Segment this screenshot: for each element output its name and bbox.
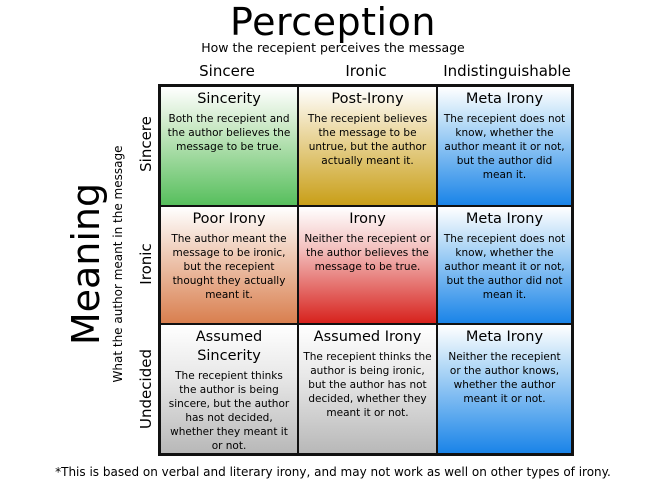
cell-title: Assumed Sincerity [195, 329, 263, 364]
row-header-sincere: Sincere [137, 116, 155, 172]
cell-title: Irony [349, 211, 386, 227]
cell-description: The author meant the message to be ironi… [171, 233, 287, 301]
column-header-ironic: Ironic [345, 62, 387, 80]
cell-description: Both the recepient and the author believ… [167, 113, 291, 153]
perception-title: Perception [230, 0, 436, 44]
footnote: *This is based on verbal and literary ir… [55, 465, 611, 479]
perception-subtitle: How the recepient perceives the message [201, 40, 465, 55]
cell-title: Post-Irony [331, 91, 404, 107]
cell-description: Neither the recepient or the author beli… [304, 233, 431, 273]
cell-description: The recepient does not know, whether the… [443, 233, 566, 301]
cell-description: The recepient thinks the author is being… [303, 351, 432, 419]
cell-meta-irony-sincere: Meta Irony The recepient does not know, … [437, 86, 572, 206]
cell-title: Meta Irony [465, 91, 544, 107]
cell-meta-irony-undecided: Meta Irony Neither the recepient or the … [437, 324, 572, 454]
meaning-subtitle: What the author meant in the message [111, 145, 125, 383]
cell-title: Poor Irony [192, 211, 266, 227]
cell-title: Sincerity [197, 91, 261, 107]
cell-assumed-sincerity: Assumed Sincerity The recepient thinks t… [160, 324, 298, 454]
cell-title: Meta Irony [465, 211, 544, 227]
column-header-indistinguishable: Indistinguishable [443, 62, 571, 80]
cell-irony: Irony Neither the recepient or the autho… [298, 206, 437, 324]
cell-title: Assumed Irony [313, 329, 422, 345]
cell-description: The recepient thinks the author is being… [168, 370, 290, 452]
cell-meta-irony-ironic: Meta Irony The recepient does not know, … [437, 206, 572, 324]
cell-assumed-irony: Assumed Irony The recepient thinks the a… [298, 324, 437, 454]
cell-description: The recepient does not know, whether the… [443, 113, 566, 181]
cell-description: Neither the recepient or the author know… [448, 351, 561, 405]
column-header-sincere: Sincere [199, 62, 255, 80]
cell-title: Meta Irony [465, 329, 544, 345]
cell-description: The recepient believes the message to be… [307, 113, 428, 167]
cell-sincerity: Sincerity Both the recepient and the aut… [160, 86, 298, 206]
meaning-title: Meaning [64, 182, 108, 346]
cell-post-irony: Post-Irony The recepient believes the me… [298, 86, 437, 206]
irony-matrix: Sincerity Both the recepient and the aut… [158, 84, 574, 456]
row-header-ironic: Ironic [137, 243, 155, 285]
cell-poor-irony: Poor Irony The author meant the message … [160, 206, 298, 324]
row-header-undecided: Undecided [137, 349, 155, 429]
